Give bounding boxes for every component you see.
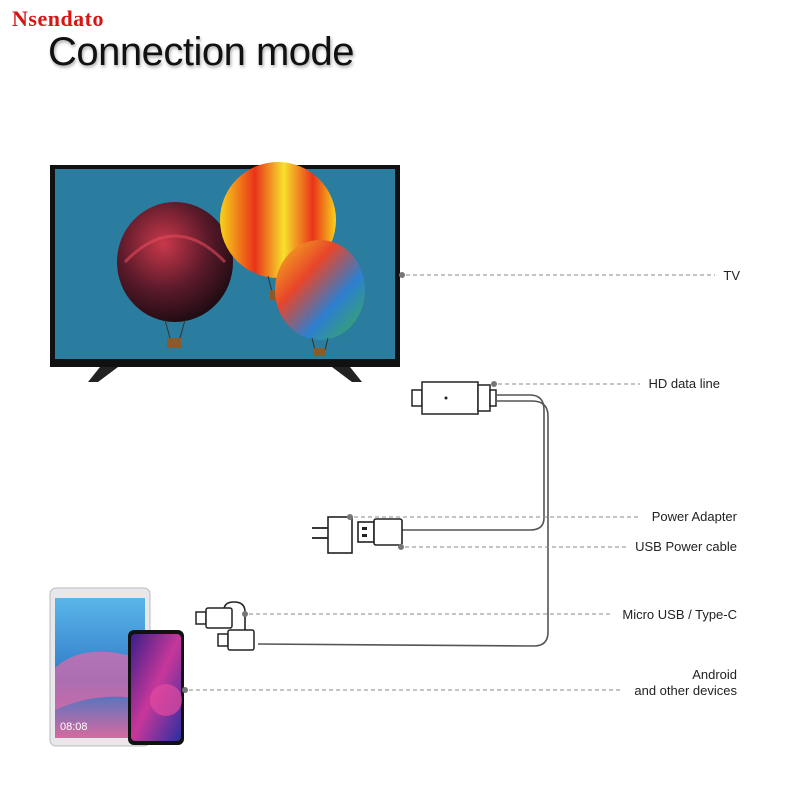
tv-leader [399, 272, 715, 278]
hd-plug [412, 382, 496, 414]
tv-illustration [50, 162, 400, 382]
cable-lines [258, 395, 548, 646]
micro-usb-type-c-icon [196, 602, 254, 650]
tv-foot-right [332, 367, 362, 382]
usb-power-cable-label: USB Power cable [600, 539, 737, 555]
android-label-line2: and other devices [600, 683, 737, 699]
micro-usb-type-c-label: Micro USB / Type-C [590, 607, 737, 623]
tablet-clock: 08:08 [60, 721, 88, 733]
android-leader [182, 687, 620, 693]
usb-power-leader [398, 544, 626, 550]
power-adapter-icon [312, 517, 352, 553]
hd-data-line-label: HD data line [620, 376, 720, 392]
power-adapter-label: Power Adapter [620, 509, 737, 525]
tv-label: TV [700, 268, 740, 284]
hd-line-leader [491, 381, 640, 387]
tv-foot-left [88, 367, 118, 382]
micro-usb-leader [242, 611, 612, 617]
android-label-line1: Android [600, 667, 737, 683]
phone-illustration [128, 630, 184, 745]
usb-plug-icon [358, 519, 402, 545]
